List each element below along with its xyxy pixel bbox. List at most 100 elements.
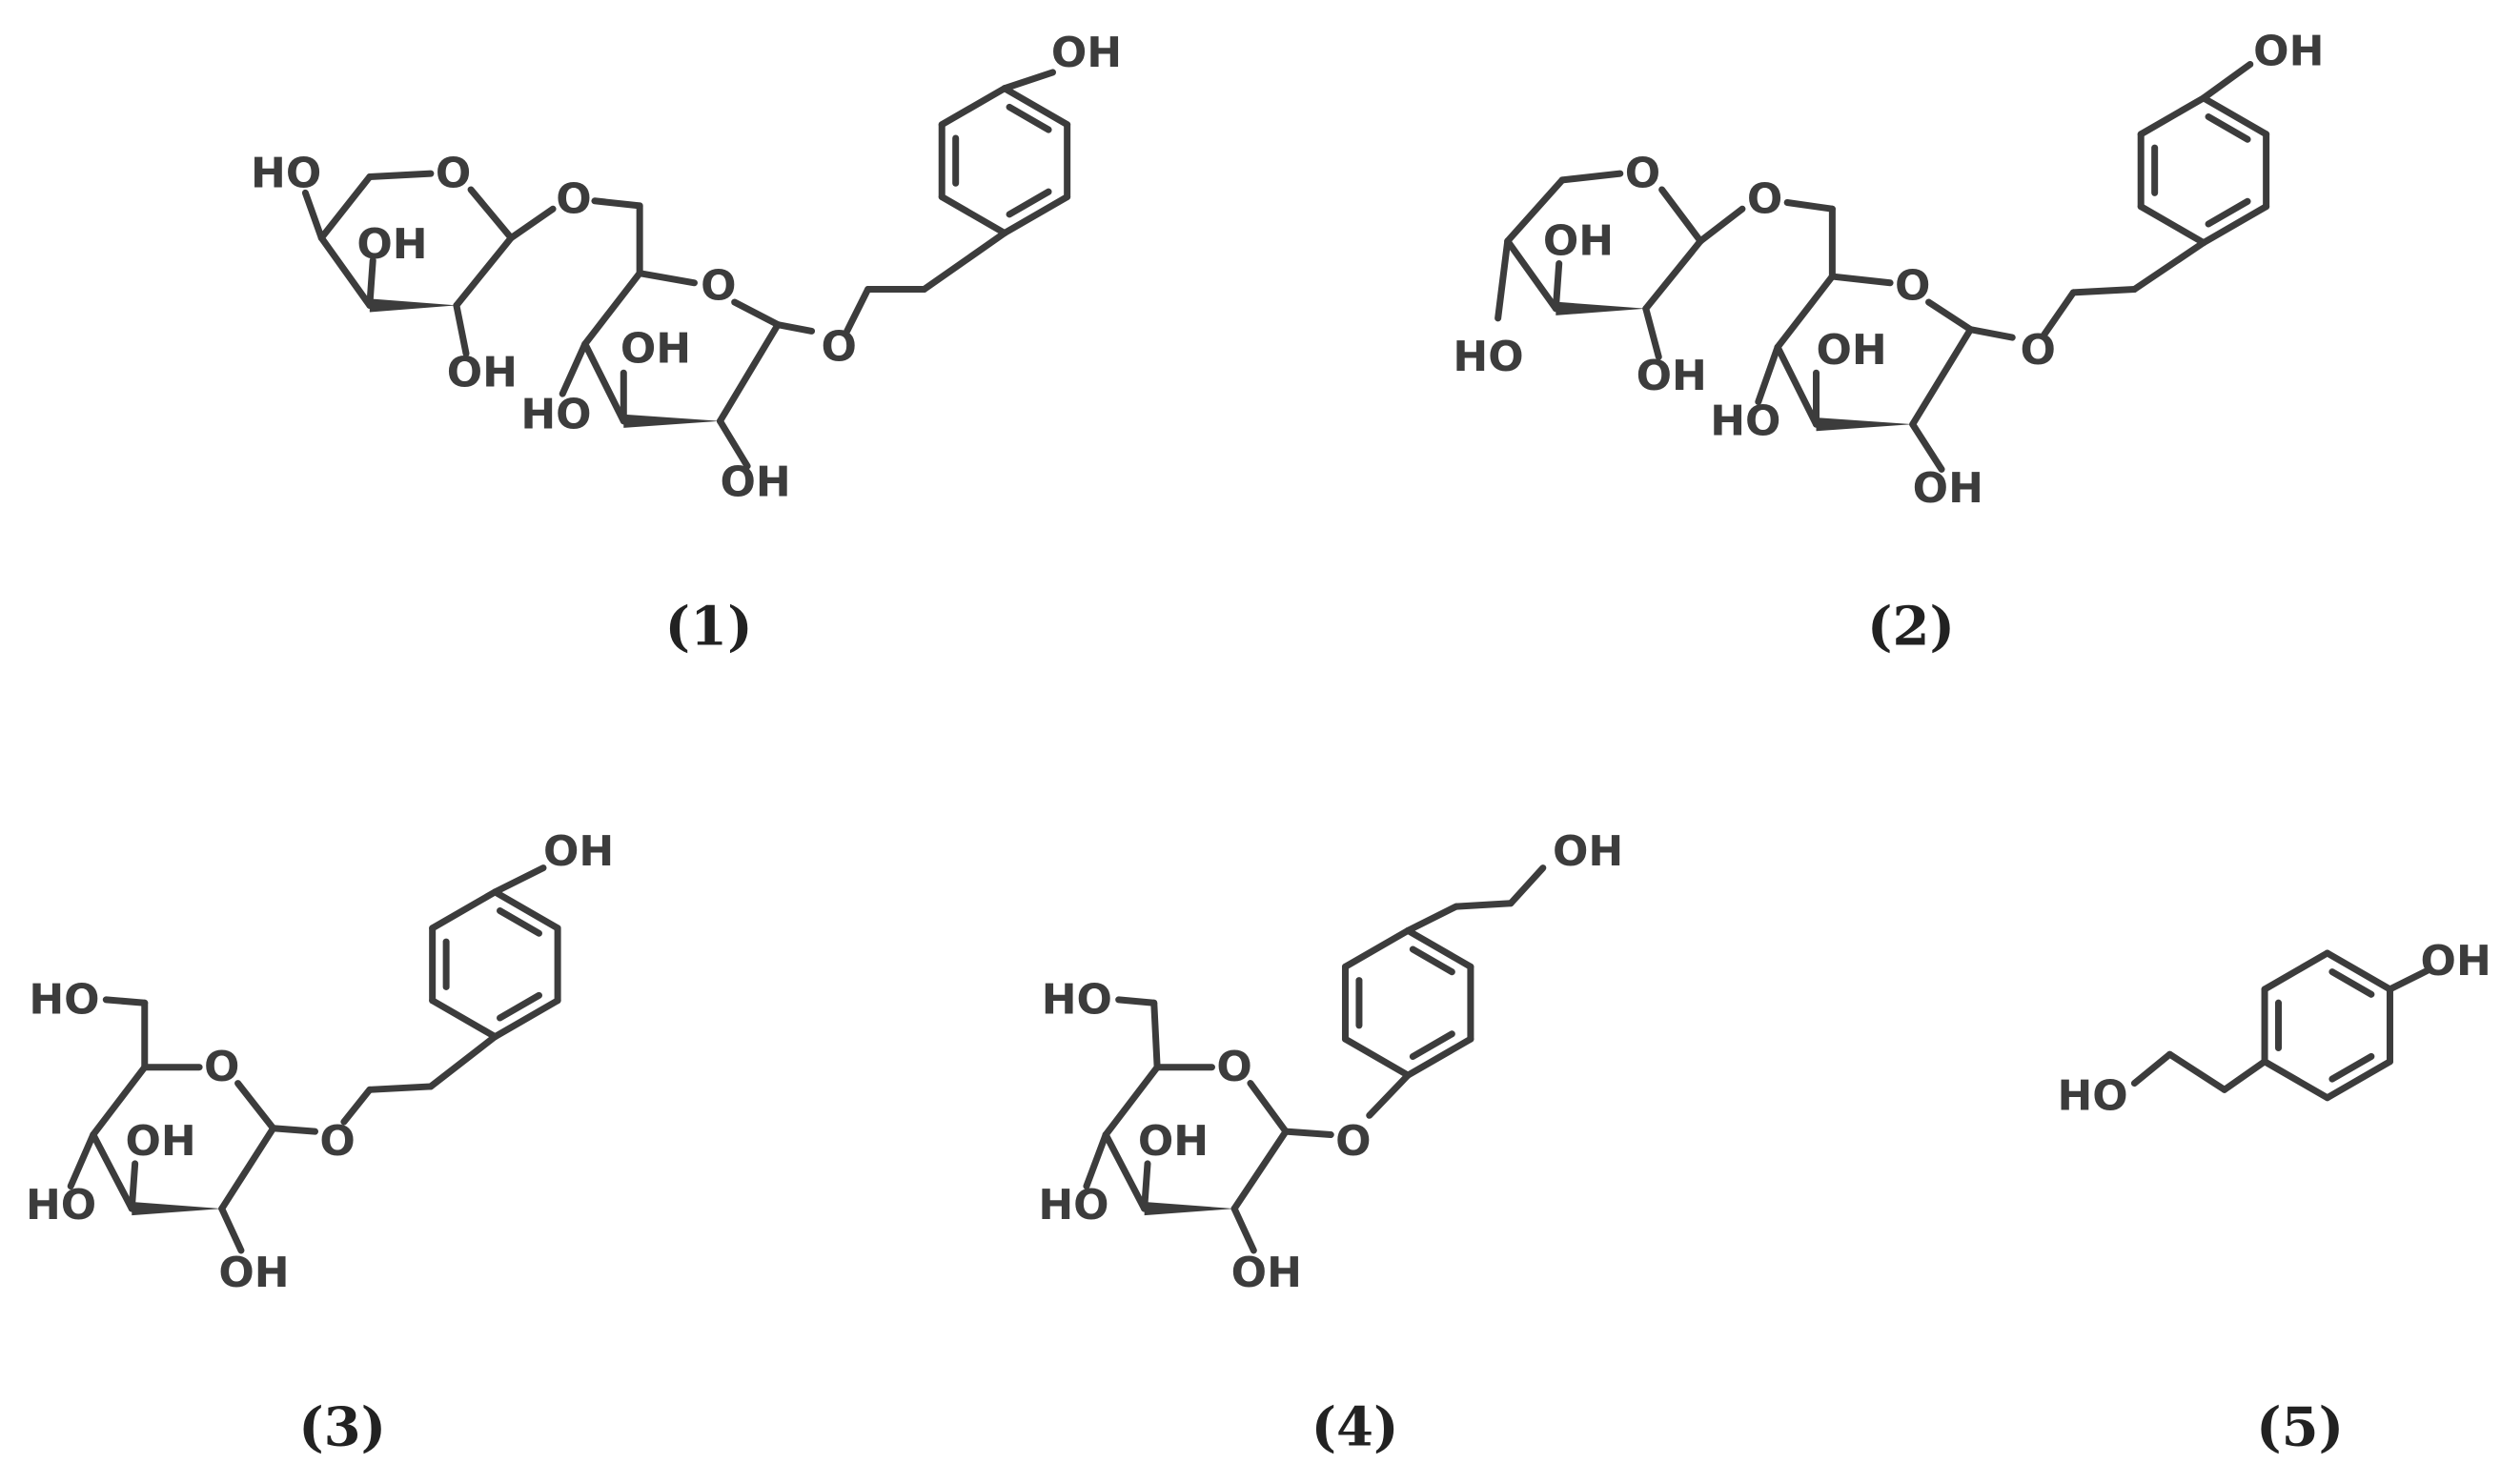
benzene-ring-3 — [429, 888, 498, 932]
bond — [1282, 1128, 1334, 1139]
phenol-hydroxyl-3: OH — [543, 827, 614, 876]
bond — [507, 205, 557, 242]
glucose-oh-c4-1: HO — [520, 391, 591, 439]
bond — [366, 1083, 435, 1093]
bond — [1925, 298, 1974, 334]
bond — [366, 256, 376, 309]
benzene-ring-4-double — [1409, 945, 1455, 976]
bond — [2130, 1050, 2174, 1088]
bond — [1102, 1064, 1161, 1139]
benzene-ring-5 — [2324, 1058, 2393, 1102]
glucose-ring-oxygen-2: O — [1895, 262, 1930, 311]
bond — [2166, 1050, 2228, 1093]
glucose-oh-c3-3: OH — [126, 1117, 196, 1166]
glucose-oh-c6-4: HO — [1042, 975, 1112, 1024]
bond — [1966, 326, 2016, 341]
xylose-oh-c2-2: OH — [1637, 352, 1707, 400]
bond — [2386, 967, 2430, 993]
compound-label-3: (3) — [298, 1395, 386, 1458]
glucose-front-wedge-1 — [623, 414, 721, 428]
xylose-oh-c4-2: HO — [1453, 333, 1523, 381]
bond — [1230, 1128, 1290, 1212]
benzene-ring-2 — [2137, 94, 2207, 138]
linking-oxygen-2: O — [1747, 175, 1782, 224]
bond — [1642, 237, 1704, 313]
compound-label-2: (2) — [1867, 596, 1955, 659]
glucose-oh-c3-2: OH — [1817, 326, 1887, 375]
primary-hydroxyl-5: HO — [2057, 1072, 2127, 1121]
benzene-ring-4 — [1404, 1035, 1474, 1079]
xylose-oh-c3-1: OH — [356, 220, 427, 269]
glycosidic-oxygen-1: O — [822, 323, 857, 372]
bond — [366, 170, 435, 180]
benzene-ring-5 — [2324, 949, 2393, 993]
bond — [774, 321, 816, 335]
benzene-ring-4 — [1404, 926, 1474, 970]
benzene-ring-3 — [491, 888, 561, 932]
benzene-ring-5 — [2261, 1058, 2331, 1102]
bond — [591, 197, 643, 210]
benzene-ring-2 — [2200, 94, 2270, 138]
xylose-ring-oxygen-1: O — [436, 150, 471, 198]
bond — [218, 1125, 277, 1212]
benzene-ring-5-double — [2328, 1052, 2375, 1083]
xylose-ring-oxygen-2: O — [1625, 150, 1660, 198]
benzene-ring-3-double — [497, 907, 543, 937]
bond — [1001, 69, 1057, 92]
bond — [1504, 176, 1566, 245]
bond — [1115, 996, 1158, 1006]
bond — [1504, 237, 1559, 313]
benzene-ring-3 — [491, 997, 561, 1041]
bond — [1783, 198, 1836, 213]
benzene-ring-1 — [938, 85, 1008, 129]
benzene-ring-2-double — [2205, 197, 2251, 228]
bond — [716, 321, 782, 425]
glucose-oh-c3-4: OH — [1138, 1117, 1209, 1166]
glucose-front-wedge-3 — [132, 1202, 222, 1216]
bond — [581, 270, 643, 348]
glucose-ring-oxygen-4: O — [1216, 1043, 1251, 1091]
bond — [1453, 900, 1515, 910]
bond — [1828, 273, 1894, 287]
bond — [1102, 1131, 1149, 1212]
bond — [1552, 260, 1563, 313]
bond — [921, 230, 1008, 294]
bond — [128, 1160, 139, 1212]
benzene-ring-4 — [1341, 1035, 1412, 1079]
bond — [467, 186, 515, 242]
compound-label-1: (1) — [665, 596, 753, 659]
bond — [1774, 343, 1820, 428]
bond — [340, 1086, 374, 1126]
bond — [1247, 1080, 1290, 1135]
benzene-ring-1 — [1001, 193, 1071, 237]
phenol-hydroxyl-1: OH — [1051, 29, 1122, 77]
glucose-oh-c2-2: OH — [1913, 464, 1983, 513]
xylose-oh-c2-1: OH — [447, 349, 518, 397]
bond — [2130, 239, 2207, 294]
glucose-oh-c4-3: HO — [26, 1181, 96, 1230]
bond — [1558, 170, 1624, 184]
bond — [218, 1205, 245, 1254]
xylose-oh-c3-2: OH — [1543, 216, 1614, 265]
compound-label-5: (5) — [2256, 1395, 2344, 1458]
xylose-front-wedge-1 — [369, 298, 457, 313]
bond — [90, 1131, 135, 1212]
benzene-ring-1 — [1001, 85, 1071, 129]
bond — [1697, 205, 1746, 245]
bond — [102, 996, 149, 1006]
bond — [1774, 273, 1836, 351]
benzene-ring-1 — [938, 193, 1008, 237]
glycosidic-oxygen-2: O — [2021, 326, 2056, 375]
bond — [90, 1064, 149, 1139]
bond — [731, 298, 782, 329]
bond — [559, 340, 589, 397]
glucose-front-wedge-2 — [1816, 417, 1913, 432]
bond — [844, 286, 872, 335]
bond — [453, 301, 470, 357]
glucose-oh-c2-1: OH — [720, 457, 790, 506]
benzene-ring-1-double — [1006, 188, 1052, 218]
bond — [317, 234, 374, 309]
benzene-ring-4 — [1341, 926, 1412, 970]
